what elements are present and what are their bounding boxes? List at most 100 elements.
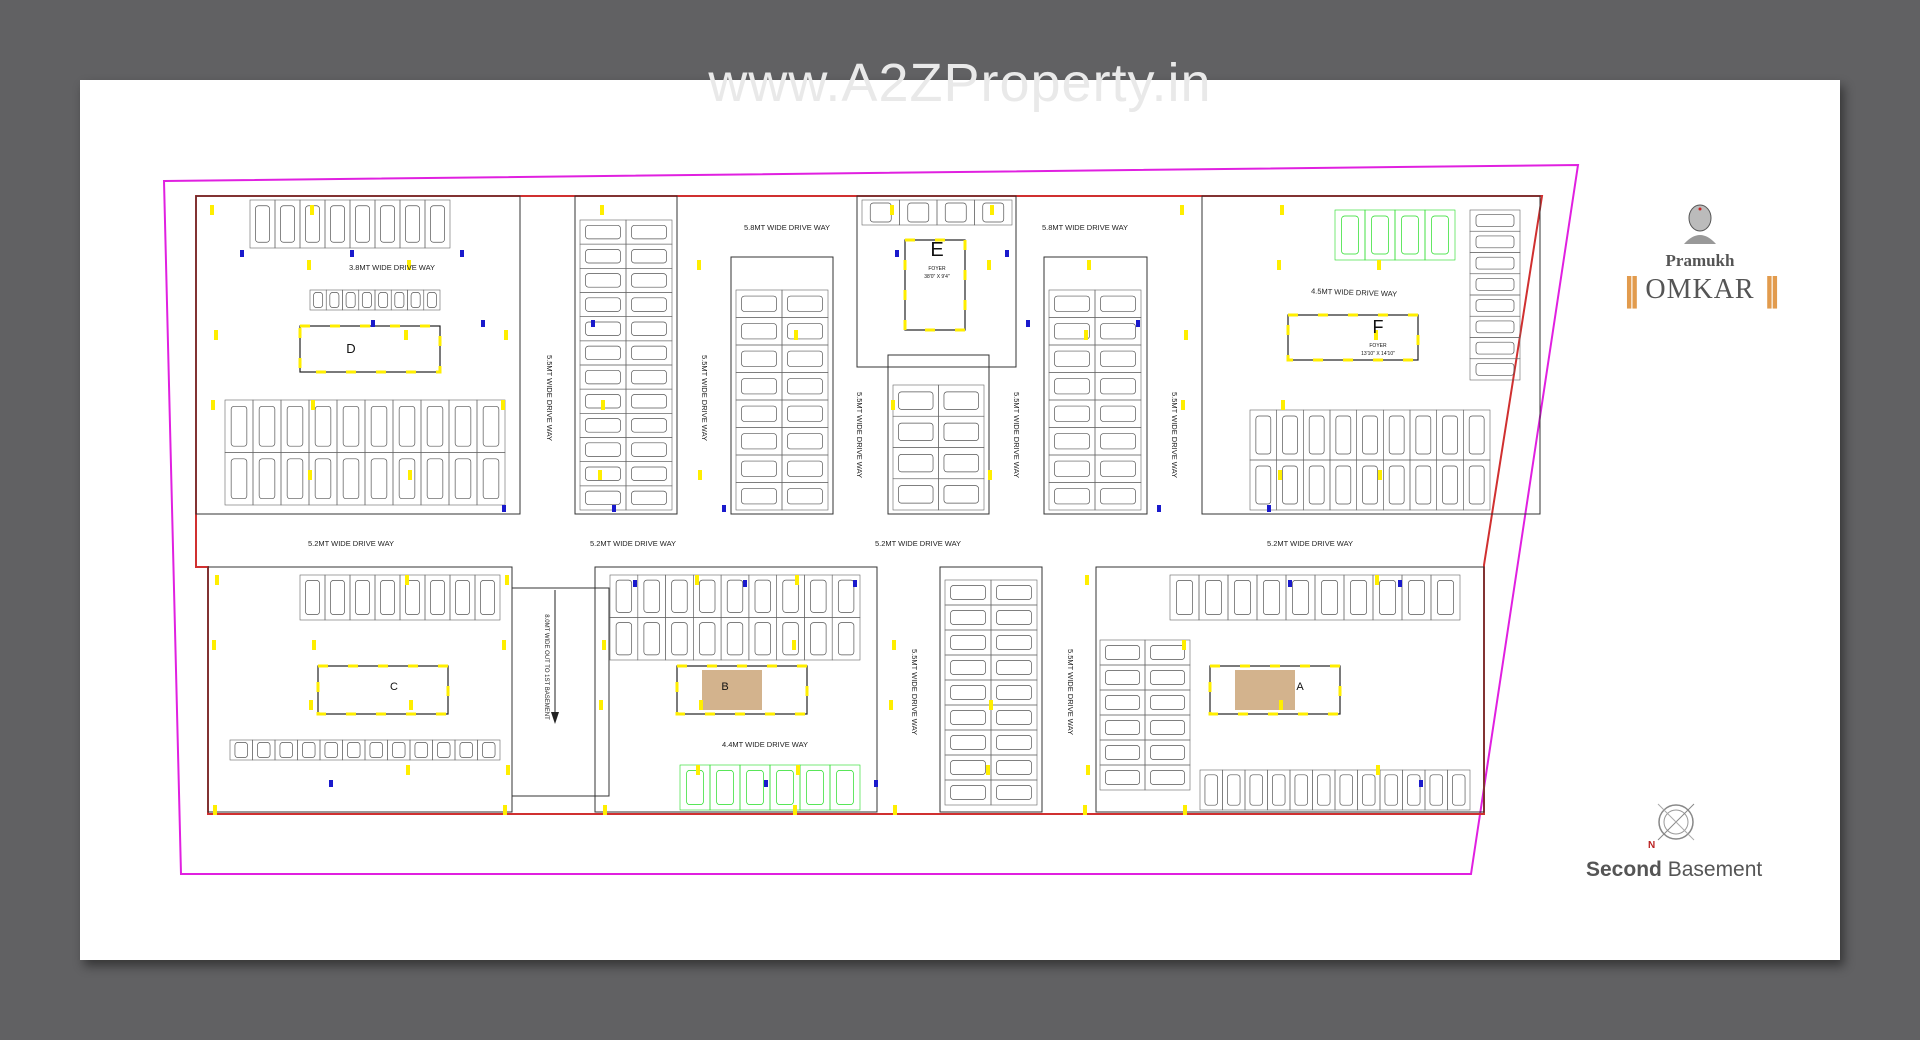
car-outline (631, 442, 667, 457)
car-outline (1308, 465, 1325, 505)
parking-stall (709, 764, 741, 811)
car-outline (782, 622, 799, 656)
car-outline (398, 458, 416, 500)
accessibility-marker (371, 320, 375, 327)
parking-stall (1267, 769, 1291, 811)
parking-stall (1463, 409, 1491, 461)
stair-core (904, 239, 966, 331)
car-outline (1294, 774, 1308, 806)
accessibility-marker (1136, 320, 1140, 327)
parking-stall (625, 219, 673, 245)
car-outline (1255, 415, 1272, 455)
car-outline (410, 292, 421, 308)
core-letter-c: C (390, 681, 398, 693)
car-outline (1054, 323, 1090, 340)
car-outline (1205, 580, 1222, 615)
car-outline (787, 460, 823, 477)
parking-stall (1409, 459, 1437, 511)
parking-stall (944, 604, 992, 631)
car-outline (741, 405, 777, 422)
parking-stall (474, 574, 501, 621)
car-outline (836, 770, 854, 805)
car-outline (1150, 720, 1185, 735)
car-outline (686, 770, 704, 805)
car-outline (741, 378, 777, 395)
brand-bars-left: || (1624, 271, 1639, 309)
car-outline (585, 369, 621, 385)
parking-stall (477, 739, 501, 761)
car-outline (996, 660, 1032, 675)
plan-title: Second Basement (1586, 858, 1762, 882)
parking-stall (1276, 459, 1304, 511)
drive-way-label: 5.5MT WIDE DRIVE WAY (1170, 392, 1179, 478)
parking-stall (1469, 358, 1521, 381)
car-outline (585, 442, 621, 457)
portrait-icon (1684, 204, 1716, 244)
car-outline (380, 580, 395, 615)
car-outline (787, 295, 823, 312)
car-outline (741, 488, 777, 505)
parking-stall (297, 739, 321, 761)
column (404, 330, 408, 340)
parking-stall (364, 452, 394, 506)
parking-stall (665, 617, 694, 661)
car-outline (1317, 774, 1331, 806)
parking-stall (349, 199, 376, 249)
parking-stall (693, 617, 722, 661)
parking-stall (1383, 459, 1411, 511)
car-outline (1150, 670, 1185, 685)
car-outline (394, 292, 405, 308)
parking-stall (990, 654, 1038, 681)
core-columns (316, 664, 450, 716)
car-outline (1176, 580, 1193, 615)
accessibility-marker (350, 250, 354, 257)
stair-core (299, 325, 441, 373)
parking-stall (892, 384, 939, 417)
column (1180, 205, 1184, 215)
parking-stall (336, 399, 366, 453)
column (601, 400, 605, 410)
parking-stall (1094, 427, 1142, 456)
car-outline (787, 488, 823, 505)
car-outline (996, 635, 1032, 650)
column (699, 700, 703, 710)
parking-stall (944, 779, 992, 806)
car-outline (405, 580, 420, 615)
parking-stall (229, 739, 253, 761)
parking-stall (1314, 574, 1345, 621)
parking-stall (224, 452, 254, 506)
parking-stall (799, 764, 831, 811)
car-outline (585, 321, 621, 336)
car-outline (996, 785, 1032, 800)
car-outline (631, 224, 667, 240)
car-outline (631, 273, 667, 288)
column (213, 805, 217, 815)
car-outline (1100, 378, 1136, 395)
parking-stall (424, 574, 451, 621)
accessibility-marker (1157, 505, 1161, 512)
car-outline (1100, 350, 1136, 367)
parking-stall (448, 399, 478, 453)
stair-fill (1235, 670, 1295, 710)
parking-stall (280, 399, 310, 453)
car-outline (741, 350, 777, 367)
parking-stall (1099, 689, 1146, 716)
parking-stall (781, 482, 829, 511)
car-outline (585, 249, 621, 264)
plan-block (511, 587, 610, 797)
car-outline (950, 760, 986, 775)
parking-stall (325, 289, 343, 311)
column (409, 700, 413, 710)
parking-stall (637, 617, 666, 661)
car-outline (1339, 774, 1353, 806)
car-outline (726, 622, 744, 656)
car-outline (837, 622, 855, 656)
core-columns (903, 238, 967, 332)
parking-stall (776, 617, 805, 661)
core-columns (1208, 664, 1342, 716)
accessibility-marker (743, 580, 747, 587)
parking-stall (609, 617, 639, 661)
car-outline (1475, 278, 1515, 291)
column (891, 400, 895, 410)
parking-stall (349, 574, 376, 621)
